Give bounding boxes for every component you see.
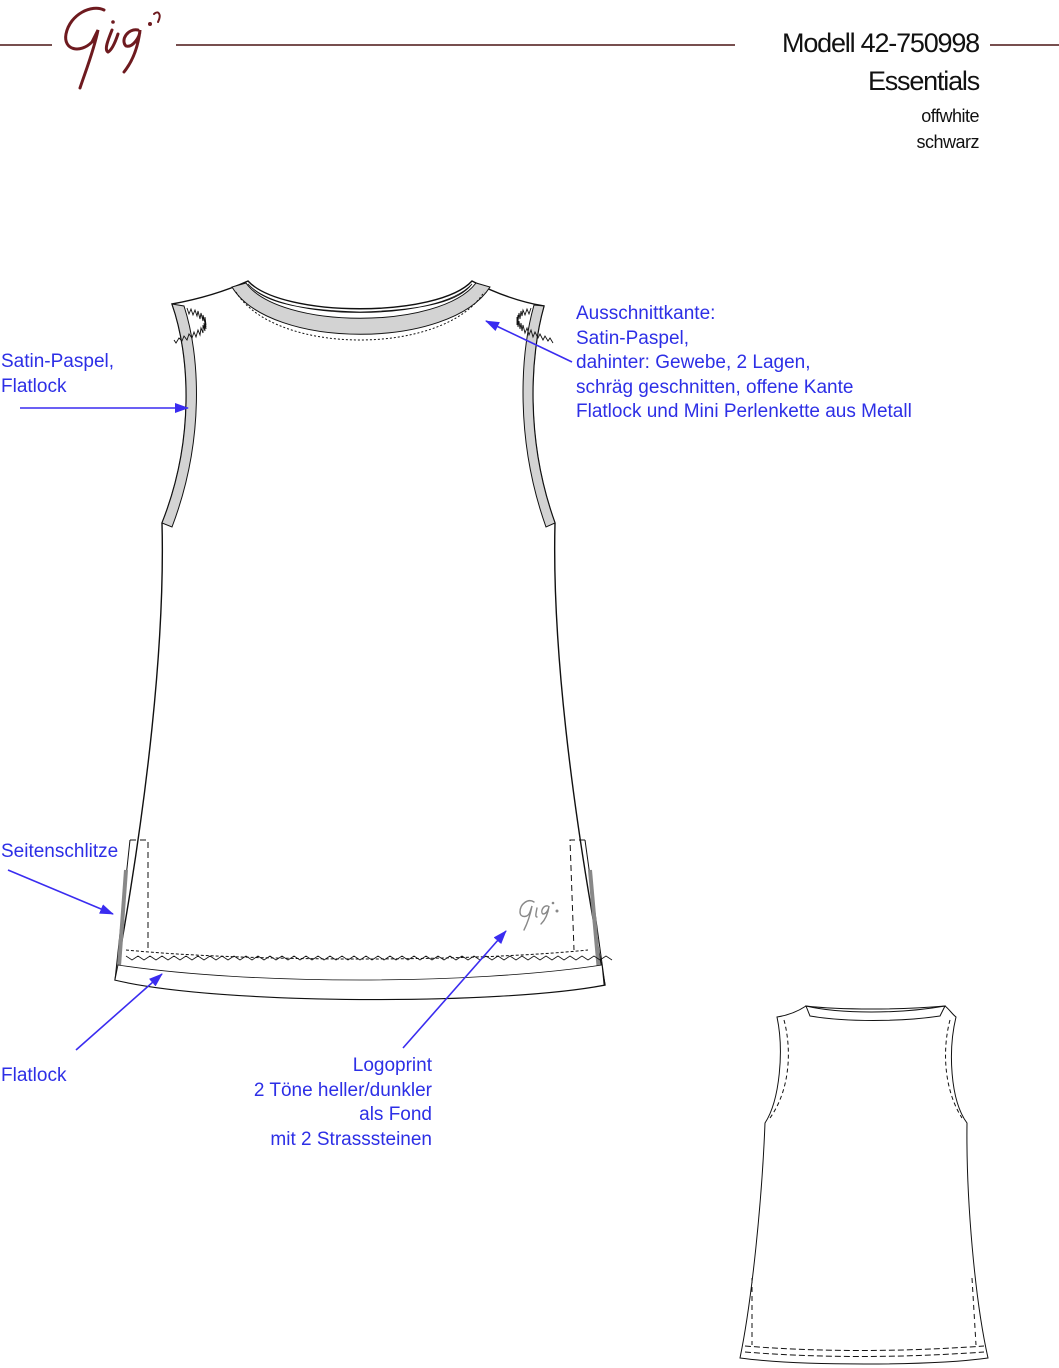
arrow-side-slit bbox=[7, 869, 114, 915]
note-armhole: Satin-Paspel, Flatlock bbox=[1, 350, 114, 399]
note-neckline-line: dahinter: Gewebe, 2 Lagen, bbox=[576, 352, 811, 373]
arrow-neckline bbox=[485, 320, 573, 363]
neckline-piping bbox=[231, 282, 491, 335]
front-body-outline bbox=[114, 280, 606, 1001]
annotation-arrows bbox=[7, 320, 573, 1051]
back-garment bbox=[739, 1005, 989, 1365]
note-logo-line: als Fond bbox=[359, 1104, 432, 1125]
back-armhole-right-stitch bbox=[945, 1019, 963, 1119]
armhole-piping-left bbox=[161, 303, 197, 528]
arrow-logo bbox=[402, 930, 507, 1049]
note-logo-line: mit 2 Strasssteinen bbox=[270, 1128, 432, 1150]
neckline-facing bbox=[247, 283, 473, 313]
front-garment bbox=[114, 280, 613, 1001]
note-side-slit-line: Seitenschlitze bbox=[1, 841, 119, 862]
side-slit-right bbox=[569, 839, 606, 986]
note-armhole-line: Satin-Paspel, bbox=[1, 351, 115, 372]
armhole-flatlock-left bbox=[173, 307, 207, 344]
back-hem-stitch-2 bbox=[744, 1351, 985, 1357]
collection-name: Essentials bbox=[867, 66, 980, 96]
arrow-hem bbox=[75, 973, 163, 1051]
brand-logo bbox=[64, 6, 161, 90]
note-side-slit: Seitenschlitze bbox=[1, 840, 118, 865]
note-logo: Logoprint 2 Töne heller/dunkler als Fond… bbox=[254, 1054, 432, 1152]
armhole-piping-right bbox=[522, 304, 556, 528]
note-neckline: Ausschnittkante: Satin-Paspel, dahinter:… bbox=[576, 302, 912, 425]
color-schwarz: schwarz bbox=[916, 132, 979, 152]
back-slit-right bbox=[971, 1277, 977, 1346]
note-neckline-line: schräg geschnitten, offene Kante bbox=[576, 376, 854, 398]
note-logo-line: Logoprint bbox=[352, 1055, 432, 1076]
note-neckline-line: Ausschnittkante: bbox=[576, 303, 716, 324]
note-hem-line: Flatlock bbox=[1, 1065, 67, 1086]
note-armhole-line: Flatlock bbox=[1, 375, 67, 397]
note-neckline-line: Satin-Paspel, bbox=[576, 327, 690, 349]
hem-flatlock-zigzag bbox=[125, 955, 613, 961]
back-hem-stitch bbox=[744, 1345, 985, 1351]
back-neckline bbox=[805, 1005, 946, 1021]
neckline-flatlock bbox=[235, 291, 485, 341]
note-neckline-line: Flatlock und Mini Perlenkette aus Metall bbox=[576, 401, 912, 422]
model-number: Modell 42-750998 bbox=[782, 28, 980, 58]
hem-piping-band bbox=[114, 964, 605, 1000]
armhole-flatlock-right bbox=[516, 307, 554, 344]
back-body-outline bbox=[739, 1005, 989, 1365]
side-slit-left bbox=[114, 839, 149, 981]
note-hem: Flatlock bbox=[1, 1064, 66, 1089]
color-offwhite: offwhite bbox=[921, 106, 979, 126]
back-armhole-left-stitch bbox=[769, 1019, 789, 1119]
logo-print bbox=[519, 900, 559, 931]
note-logo-line: 2 Töne heller/dunkler bbox=[253, 1079, 432, 1101]
hem-flatlock bbox=[125, 949, 589, 960]
